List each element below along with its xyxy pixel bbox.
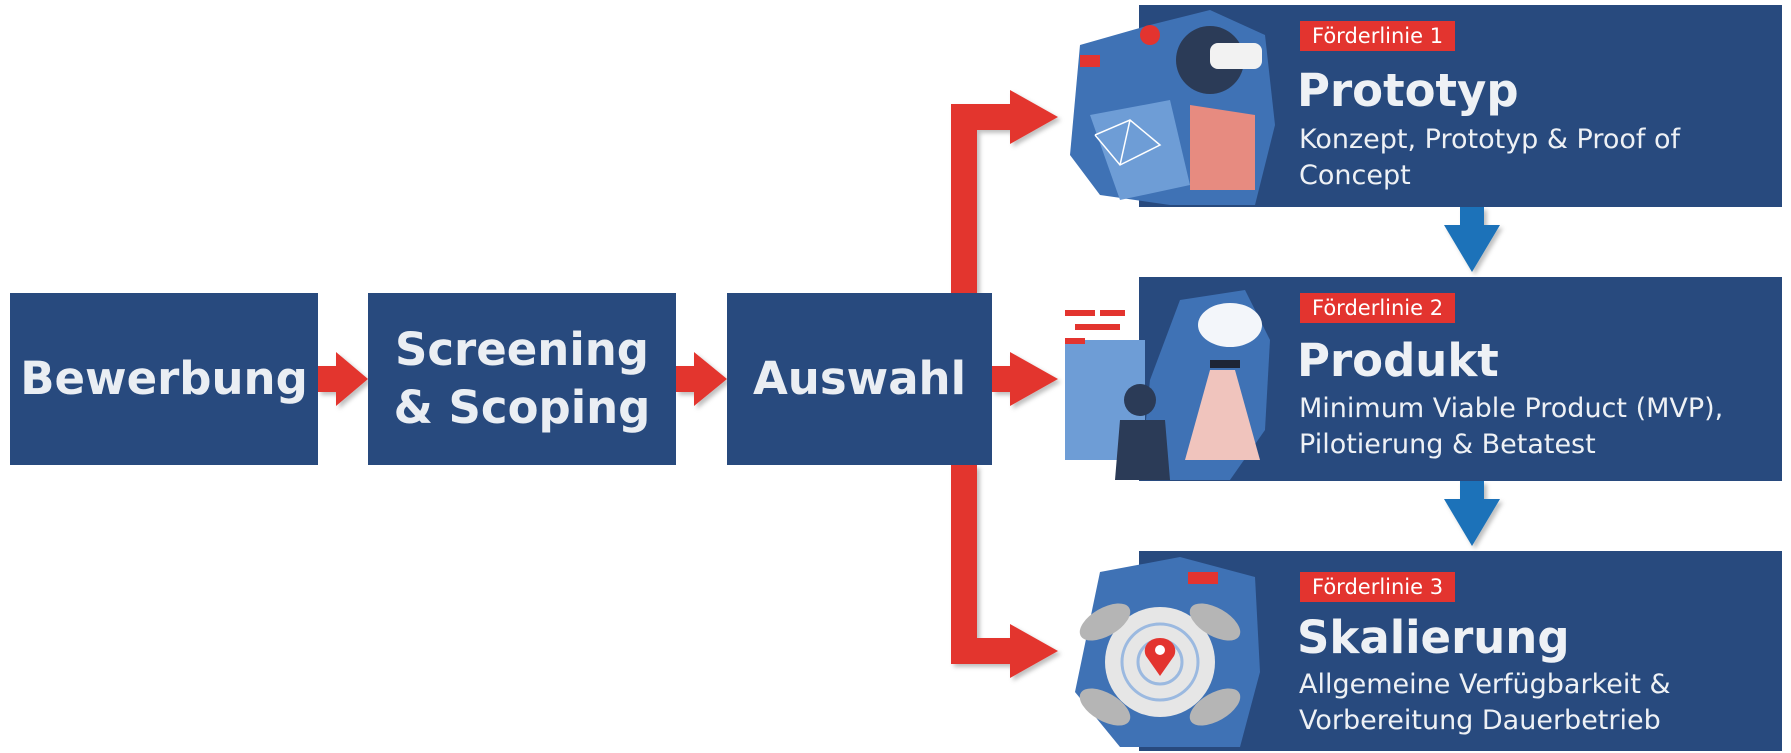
step-label-line2: & Scoping [393,381,651,434]
step-label-line1: Screening [394,322,649,376]
track-title: Prototyp [1297,64,1519,117]
track-title: Skalierung [1297,611,1570,664]
track-description: Allgemeine Verfügbarkeit & Vorbereitung … [1299,669,1671,736]
step-auswahl: Auswahl [727,293,992,465]
track-tag: Förderlinie 3 [1300,572,1456,602]
track-tag: Förderlinie 1 [1300,21,1456,51]
arrow-auswahl-to-skalierung [951,465,1058,678]
arrow-produkt-to-skalierung [1444,481,1500,546]
step-screening-scoping: Screening & Scoping [368,293,676,465]
step-bewerbung: Bewerbung [10,293,318,465]
step-label: Bewerbung [20,351,308,405]
track-description: Konzept, Prototyp & Proof of Concept [1299,124,1680,191]
track-description: Minimum Viable Product (MVP), Pilotierun… [1299,393,1724,460]
arrow-bewerbung-to-screening [318,352,368,406]
hands-collage-illustration [1075,557,1260,747]
track-tag: Förderlinie 2 [1300,293,1456,323]
arrow-auswahl-to-produkt [992,352,1058,406]
arrow-prototyp-to-produkt [1444,207,1500,272]
arrow-auswahl-to-prototyp [951,90,1058,293]
vr-collage-illustration [1070,10,1275,205]
arrow-screening-to-auswahl [676,352,727,406]
drone-collage-illustration [1065,290,1270,480]
track-title: Produkt [1297,334,1499,387]
step-label: Auswahl [752,351,967,405]
